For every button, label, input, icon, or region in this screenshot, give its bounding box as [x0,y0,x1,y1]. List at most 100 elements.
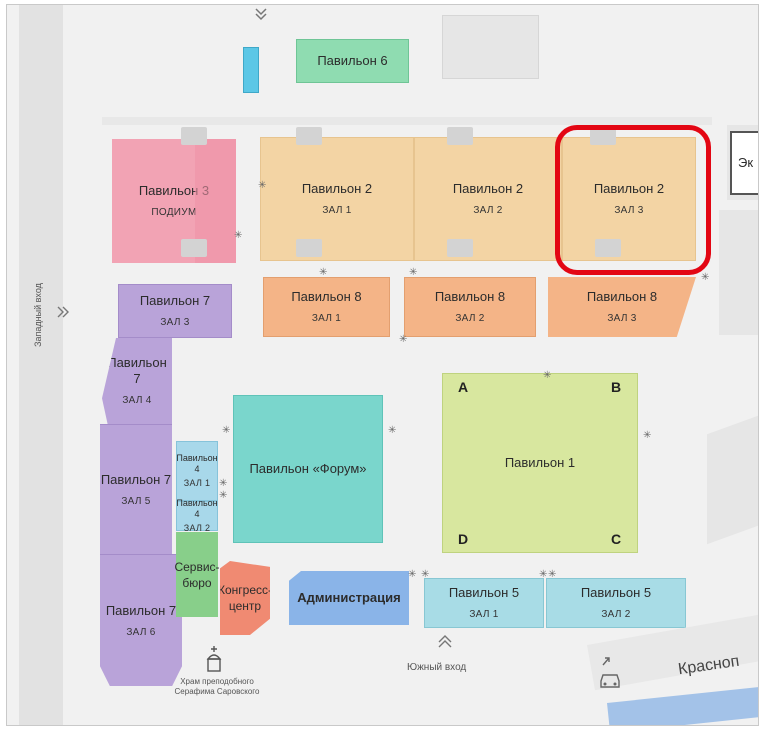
chevron-down-icon [255,8,267,21]
entrance-marker: ✳ [219,490,228,501]
pavilion-name: Павильон 7 [100,471,172,487]
pavilion-name: Павильон 4 [176,497,218,519]
pavilion-corner [595,239,621,257]
inner-street [102,117,712,125]
pavilion-2-hall-3[interactable]: Павильон 2 ЗАЛ 3 [562,137,696,261]
pavilion-8-hall-1[interactable]: Павильон 8 ЗАЛ 1 [263,277,390,337]
pavilion-hall: ЗАЛ 2 [473,205,503,216]
pavilion-name: Павильон 4 [176,452,218,474]
pavilion-name: Эк [738,155,754,170]
pavilion-name: Павильон «Форум» [249,461,367,476]
pavilion-hall: ЗАЛ 3 [607,313,637,324]
pavilion-1-corner-b: B [611,379,622,395]
small-pavilion-block [243,47,259,93]
entrance-arrow-icon[interactable] [56,305,72,319]
pavilion-corner [181,127,207,145]
pavilion-hall: ЗАЛ 4 [122,395,152,406]
pavilion-name: Павильон 5 [580,585,652,600]
pavilion-1-corner-d: D [458,531,469,547]
pavilion-corner [296,127,322,145]
pavilion-hall: ЗАЛ 3 [614,205,644,216]
congress-centre[interactable]: Конгресс- центр [220,561,270,635]
pavilion-hall: ЗАЛ 1 [322,205,352,216]
pavilion-name: Павильон 2 [301,181,373,196]
entrance-marker: ✳ [548,569,557,580]
expo-building-partial[interactable]: Эк [730,131,758,195]
entrance-marker: ✳ [539,569,548,580]
administration[interactable]: Администрация [289,571,409,625]
pavilion-hall: ЗАЛ 5 [121,495,151,507]
entrance-marker: ✳ [258,180,267,191]
pavilion-corner [296,239,322,257]
entrance-marker: ✳ [399,334,408,345]
pavilion-6[interactable]: Павильон 6 [296,39,409,83]
pavilion-8-hall-2[interactable]: Павильон 8 ЗАЛ 2 [404,277,536,337]
pavilion-5-hall-1[interactable]: Павильон 5 ЗАЛ 1 [424,578,544,628]
pavilion-hall: ЗАЛ 1 [183,477,211,488]
pavilion-name: Павильон 7 [105,602,177,618]
pavilion-hall: ЗАЛ 3 [160,317,190,328]
entrance-marker: ✳ [219,478,228,489]
entrance-marker: ✳ [319,267,328,278]
pavilion-name: Павильон 5 [448,585,520,600]
entrance-marker: ✳ [222,425,231,436]
pavilion-5-hall-2[interactable]: Павильон 5 ЗАЛ 2 [546,578,686,628]
pavilion-hall: ЗАЛ 6 [126,626,156,638]
pavilion-name: Павильон 1 [504,455,576,470]
pavilion-name: Сервис- бюро [174,559,220,590]
entrance-marker: ✳ [409,267,418,278]
pavilion-7-hall-4[interactable]: Павильон 7 ЗАЛ 4 [102,338,172,424]
entrance-arrow-icon[interactable] [437,635,453,649]
pavilion-1-corner-a: A [458,379,469,395]
pavilion-1[interactable]: Павильон 1 [442,373,638,553]
pavilion-name: Павильон 8 [434,289,506,304]
pavilion-7-hall-6[interactable]: Павильон 7 ЗАЛ 6 [100,554,182,686]
pavilion-name: Павильон 8 [291,289,362,304]
pavilion-name: Павильон 7 [107,355,167,386]
selected-pavilion-highlight [555,125,711,275]
south-entrance-label: Южный вход [407,662,467,673]
service-bureau[interactable]: Сервис- бюро [174,532,220,617]
pavilion-4-hall-2[interactable]: Павильон 4 ЗАЛ 2 [176,497,218,533]
building-outline [719,210,758,335]
entrance-marker: ✳ [408,569,417,580]
entrance-marker: ✳ [388,425,397,436]
church-icon [206,646,222,672]
entrance-marker: ✳ [643,430,652,441]
pavilion-hall: ПОДИУМ [151,207,197,218]
pavilion-hall: ЗАЛ 2 [455,313,485,324]
pavilion-name: Павильон 2 [593,181,665,196]
pavilion-hall: ЗАЛ 1 [469,609,499,620]
pavilion-corner [447,127,473,145]
venue-map: Павильон 6 Павильон 3 ПОДИУМ Павильон 2 … [6,4,759,726]
entrance-marker: ✳ [234,230,243,241]
pavilion-name: Администрация [297,590,401,605]
entrance-marker: ✳ [543,370,552,381]
building-outline [442,15,539,79]
pavilion-name: Павильон 8 [586,289,658,304]
pavilion-name: Павильон 6 [317,53,388,68]
pavilion-corner [181,239,207,257]
church-label: Храм преподобного Серафима Саровского [174,677,260,696]
pavilion-4-hall-1[interactable]: Павильон 4 ЗАЛ 1 [176,441,218,501]
pavilion-hall: ЗАЛ 1 [311,313,342,324]
entrance-marker: ✳ [421,569,430,580]
pavilion-name: Павильон 3 [138,183,210,198]
pavilion-2-hall-1[interactable]: Павильон 2 ЗАЛ 1 [260,137,414,261]
pavilion-2-hall-2[interactable]: Павильон 2 ЗАЛ 2 [414,137,562,261]
pavilion-8-hall-3[interactable]: Павильон 8 ЗАЛ 3 [548,277,696,337]
building-outline [707,415,758,545]
pavilion-corner [590,127,616,145]
pavilion-7-hall-3[interactable]: Павильон 7 ЗАЛ 3 [118,284,232,338]
west-street [19,5,63,725]
entrance-marker: ✳ [701,272,710,283]
pavilion-name: Конгресс- центр [218,583,273,613]
pavilion-7-hall-5[interactable]: Павильон 7 ЗАЛ 5 [100,424,172,554]
pavilion-forum[interactable]: Павильон «Форум» [233,395,383,543]
pavilion-hall: ЗАЛ 2 [601,609,631,620]
west-entrance-label: Западный вход [33,283,43,347]
water-area [607,686,758,725]
pavilion-hall: ЗАЛ 2 [183,522,211,533]
pavilion-1-corner-c: C [611,531,622,547]
car-icon[interactable] [595,655,625,691]
